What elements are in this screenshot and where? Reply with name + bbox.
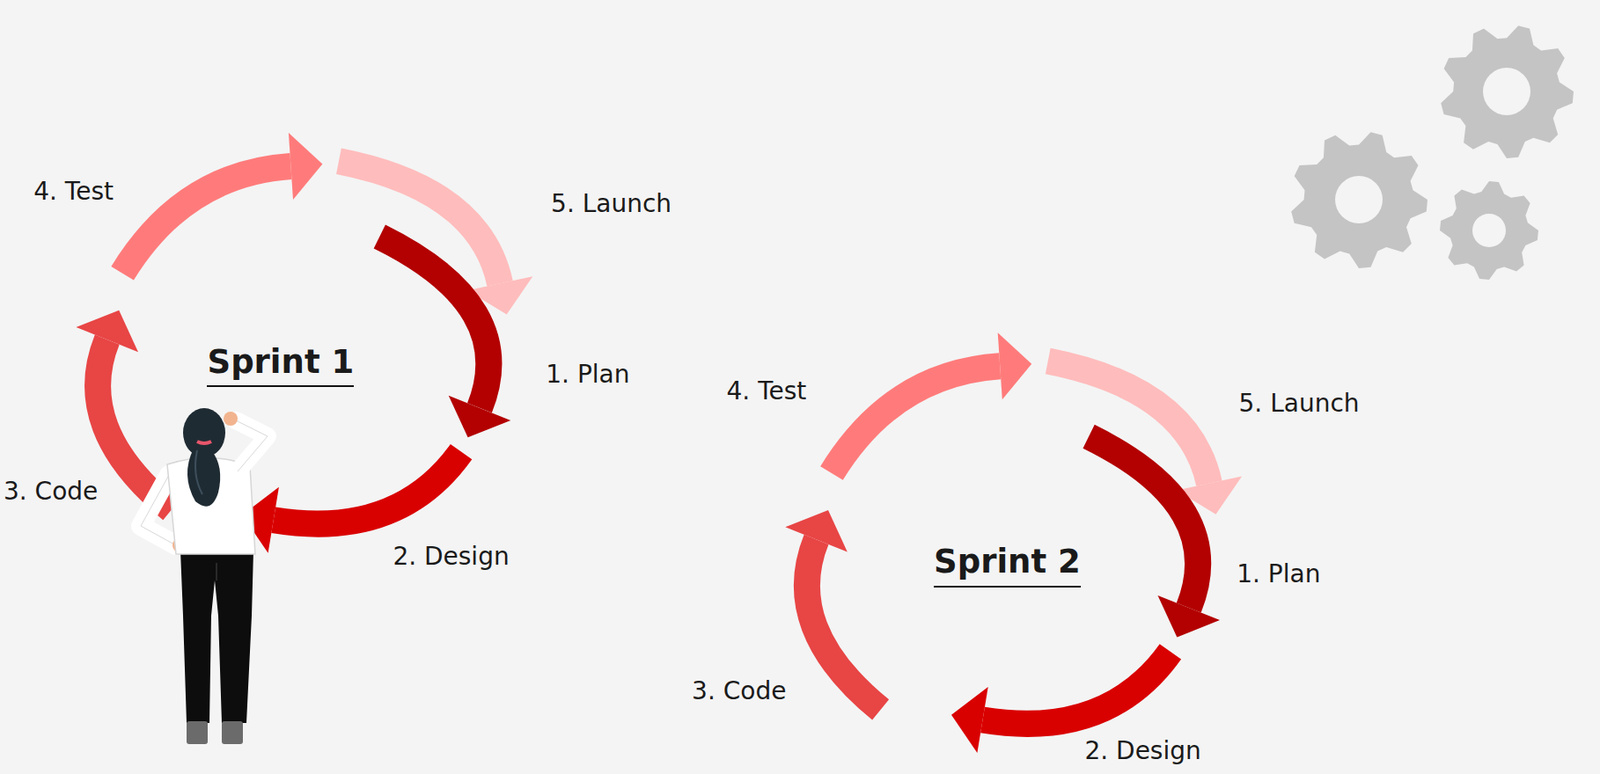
step-label: 4. Test [33,176,114,207]
step-label: 2. Design [392,542,509,573]
gear [1440,25,1574,159]
gear [1291,132,1428,269]
gear [1439,181,1539,280]
pants-seam [215,563,218,581]
cycle-arrow-body [807,539,881,711]
cycle-arrow-head [951,687,989,754]
hair-tie [197,441,212,444]
cycle-arrow-head [785,510,848,553]
arm-outline [235,420,268,472]
shoe [221,721,243,745]
gear-hole [1482,67,1531,116]
shoe [186,721,208,745]
step-label: 5. Launch [1239,388,1360,419]
step-label: 1. Plan [1236,559,1321,590]
sprint-title: Sprint 1 [206,343,354,388]
cycle-arrow-body [1088,436,1198,609]
step-label: 5. Launch [550,189,672,220]
ponytail [187,448,221,507]
hair-strand [195,450,203,495]
arm [235,420,268,472]
cycle-arrow-body [273,452,462,525]
gear-hole [1472,213,1506,248]
sprint-title: Sprint 2 [933,543,1081,588]
cycle-arrow-body [831,366,1000,474]
step-label: 2. Design [1084,736,1201,767]
cycle-arrow-head [288,132,323,200]
cycle-arrow-head [76,310,140,353]
step-label: 4. Test [726,376,808,407]
cycle-arrow-body [122,166,291,274]
pants [180,550,254,724]
cycle-arrow-head [998,332,1033,400]
step-label: 3. Code [691,676,786,707]
step-label: 1. Plan [545,359,630,390]
step-label: 3. Code [3,477,98,507]
cycle-arrow-body [983,652,1171,725]
gear-hole [1335,176,1383,224]
cycle-arrow-body [379,236,489,409]
cycle-arrow-head [448,396,512,439]
hand [223,411,238,426]
cycle-arrow-head [1158,595,1221,639]
